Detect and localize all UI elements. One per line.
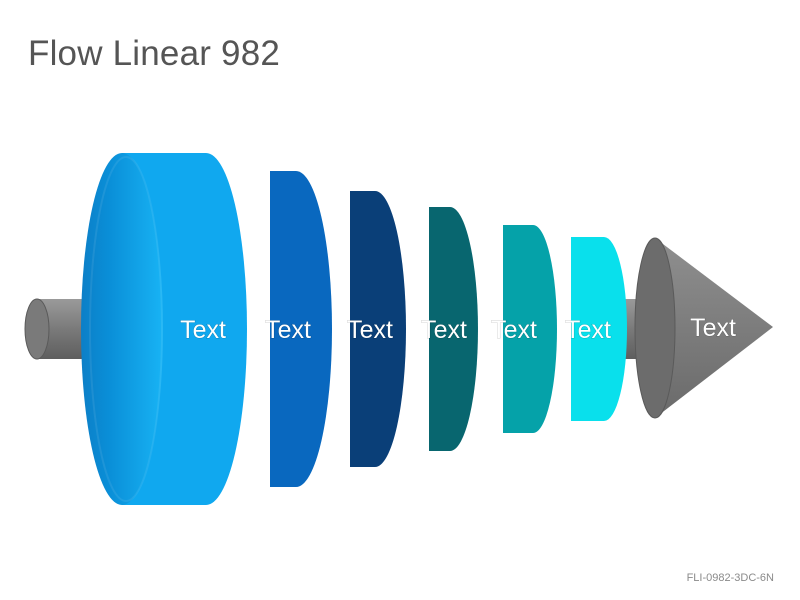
stage-1-front-face <box>81 153 163 505</box>
stage-3-label: Text <box>347 316 393 344</box>
diagram-code: FLI-0982-3DC-6N <box>686 572 774 584</box>
stage-6-label: Text <box>565 316 611 344</box>
arrow-label: Text <box>690 314 736 342</box>
stage-5-label: Text <box>491 316 537 344</box>
stage-5 <box>503 225 557 433</box>
stage-1 <box>81 153 247 505</box>
stage-6 <box>571 237 627 421</box>
stage-1-label: Text <box>180 316 226 344</box>
stage-2 <box>270 171 332 487</box>
arrow-head <box>634 237 773 419</box>
stage-3 <box>350 191 406 467</box>
page-title: Flow Linear 982 <box>28 34 281 73</box>
stage-4 <box>429 207 478 451</box>
stage-2-label: Text <box>265 316 311 344</box>
stage-4-label: Text <box>421 316 467 344</box>
